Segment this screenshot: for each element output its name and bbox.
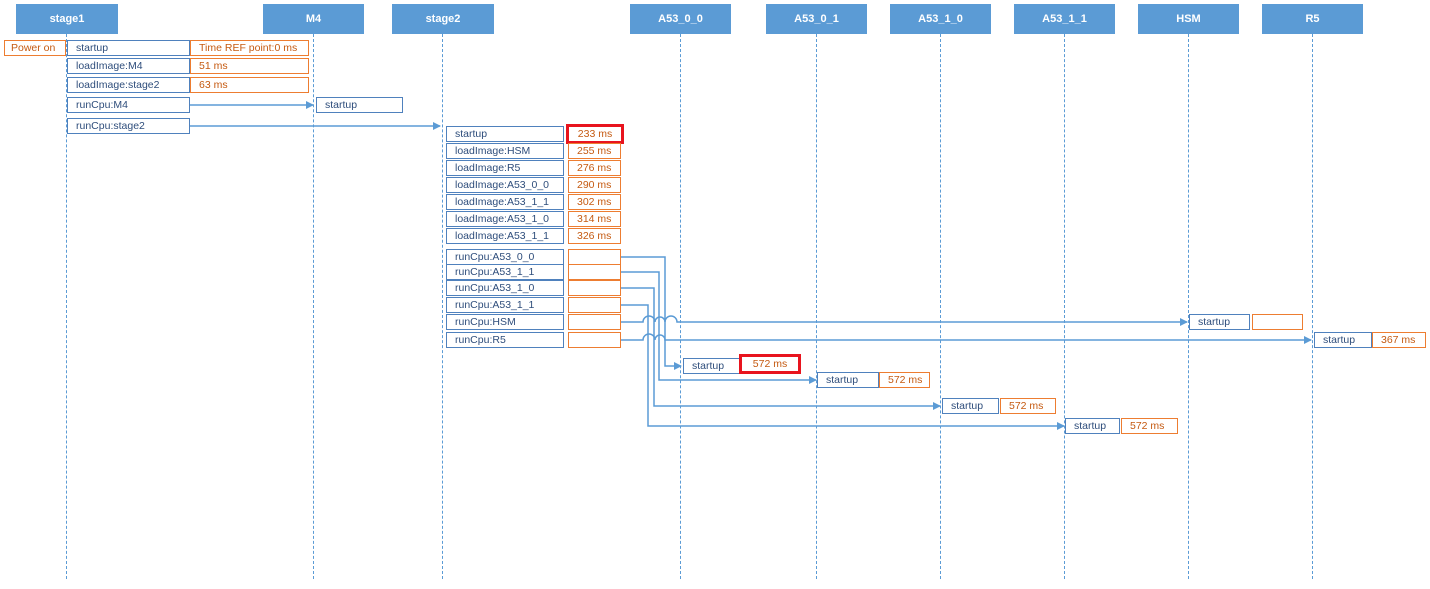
stage2-startup-step: startup (446, 126, 564, 142)
stage1-loadimage-m4-time: 51 ms (190, 58, 309, 74)
a53-0-1-startup-step: startup (817, 372, 879, 388)
stage2-runcpu-hsm-step: runCpu:HSM (446, 314, 564, 330)
lane-header-a53-0-0: A53_0_0 (630, 4, 731, 34)
stage2-startup-time-highlight: 233 ms (566, 124, 624, 144)
hsm-startup-time (1252, 314, 1303, 330)
stage2-loadimage-a53-1-1b-time: 326 ms (568, 228, 621, 244)
a53-1-0-startup-step: startup (942, 398, 999, 414)
arrow-runcpu-a53-1-0 (620, 287, 941, 410)
lifeline-hsm (1188, 34, 1189, 579)
stage1-runcpu-m4-step: runCpu:M4 (67, 97, 190, 113)
stage2-runcpu-a53-0-0-step: runCpu:A53_0_0 (446, 249, 564, 265)
stage1-runcpu-stage2-step: runCpu:stage2 (67, 118, 190, 134)
lane-header-a53-1-0: A53_1_0 (890, 4, 991, 34)
r5-startup-time: 367 ms (1372, 332, 1426, 348)
stage2-loadimage-a53-1-1-time: 302 ms (568, 194, 621, 210)
stage2-runcpu-a53-1-1-step: runCpu:A53_1_1 (446, 264, 564, 280)
stage2-runcpu-hsm-time (568, 314, 621, 330)
stage1-loadimage-m4-step: loadImage:M4 (67, 58, 190, 74)
lifeline-a53-0-0 (680, 34, 681, 579)
lane-header-r5: R5 (1262, 4, 1363, 34)
stage2-loadimage-r5-step: loadImage:R5 (446, 160, 564, 176)
stage2-runcpu-a53-1-1b-time (568, 297, 621, 313)
stage1-loadimage-stage2-step: loadImage:stage2 (67, 77, 190, 93)
lane-header-stage2: stage2 (392, 4, 494, 34)
power-on-label: Power on (4, 40, 66, 56)
stage2-loadimage-a53-0-0-step: loadImage:A53_0_0 (446, 177, 564, 193)
stage2-runcpu-a53-0-0-time (568, 249, 621, 265)
stage2-loadimage-hsm-time: 255 ms (568, 143, 621, 159)
stage2-runcpu-r5-step: runCpu:R5 (446, 332, 564, 348)
lane-header-hsm: HSM (1138, 4, 1239, 34)
a53-0-0-startup-time-highlight: 572 ms (739, 354, 801, 374)
stage2-runcpu-a53-1-0-step: runCpu:A53_1_0 (446, 280, 564, 296)
lane-header-stage1: stage1 (16, 4, 118, 34)
r5-startup-step: startup (1314, 332, 1372, 348)
lifeline-a53-1-0 (940, 34, 941, 579)
stage2-runcpu-a53-1-0-time (568, 280, 621, 296)
stage2-runcpu-a53-1-1b-step: runCpu:A53_1_1 (446, 297, 564, 313)
stage2-loadimage-a53-1-1b-step: loadImage:A53_1_1 (446, 228, 564, 244)
m4-startup-step: startup (316, 97, 403, 113)
lifeline-r5 (1312, 34, 1313, 579)
stage2-loadimage-a53-1-0-step: loadImage:A53_1_0 (446, 211, 564, 227)
lane-header-m4: M4 (263, 4, 364, 34)
stage2-loadimage-a53-0-0-time: 290 ms (568, 177, 621, 193)
stage1-loadimage-stage2-time: 63 ms (190, 77, 309, 93)
lane-header-a53-1-1: A53_1_1 (1014, 4, 1115, 34)
stage2-loadimage-r5-time: 276 ms (568, 160, 621, 176)
stage2-loadimage-hsm-step: loadImage:HSM (446, 143, 564, 159)
stage1-startup-step: startup (67, 40, 190, 56)
stage2-runcpu-r5-time (568, 332, 621, 348)
hsm-startup-step: startup (1189, 314, 1250, 330)
stage2-loadimage-a53-1-0-time: 314 ms (568, 211, 621, 227)
arrow-runcpu-hsm (620, 315, 1188, 326)
stage1-startup-time: Time REF point:0 ms (190, 40, 309, 56)
a53-1-1-startup-step: startup (1065, 418, 1120, 434)
lifeline-stage1 (66, 34, 67, 579)
a53-1-1-startup-time: 572 ms (1121, 418, 1178, 434)
lane-header-a53-0-1: A53_0_1 (766, 4, 867, 34)
arrow-runcpu-r5 (620, 333, 1312, 344)
a53-0-0-startup-step: startup (683, 358, 741, 374)
lifeline-a53-1-1 (1064, 34, 1065, 579)
a53-1-0-startup-time: 572 ms (1000, 398, 1056, 414)
lifeline-a53-0-1 (816, 34, 817, 579)
arrow-runcpu-a53-0-0 (620, 256, 682, 370)
lifeline-stage2 (442, 34, 443, 579)
stage2-runcpu-a53-1-1-time (568, 264, 621, 280)
lifeline-m4 (313, 34, 314, 579)
stage2-loadimage-a53-1-1-step: loadImage:A53_1_1 (446, 194, 564, 210)
a53-0-1-startup-time: 572 ms (879, 372, 930, 388)
